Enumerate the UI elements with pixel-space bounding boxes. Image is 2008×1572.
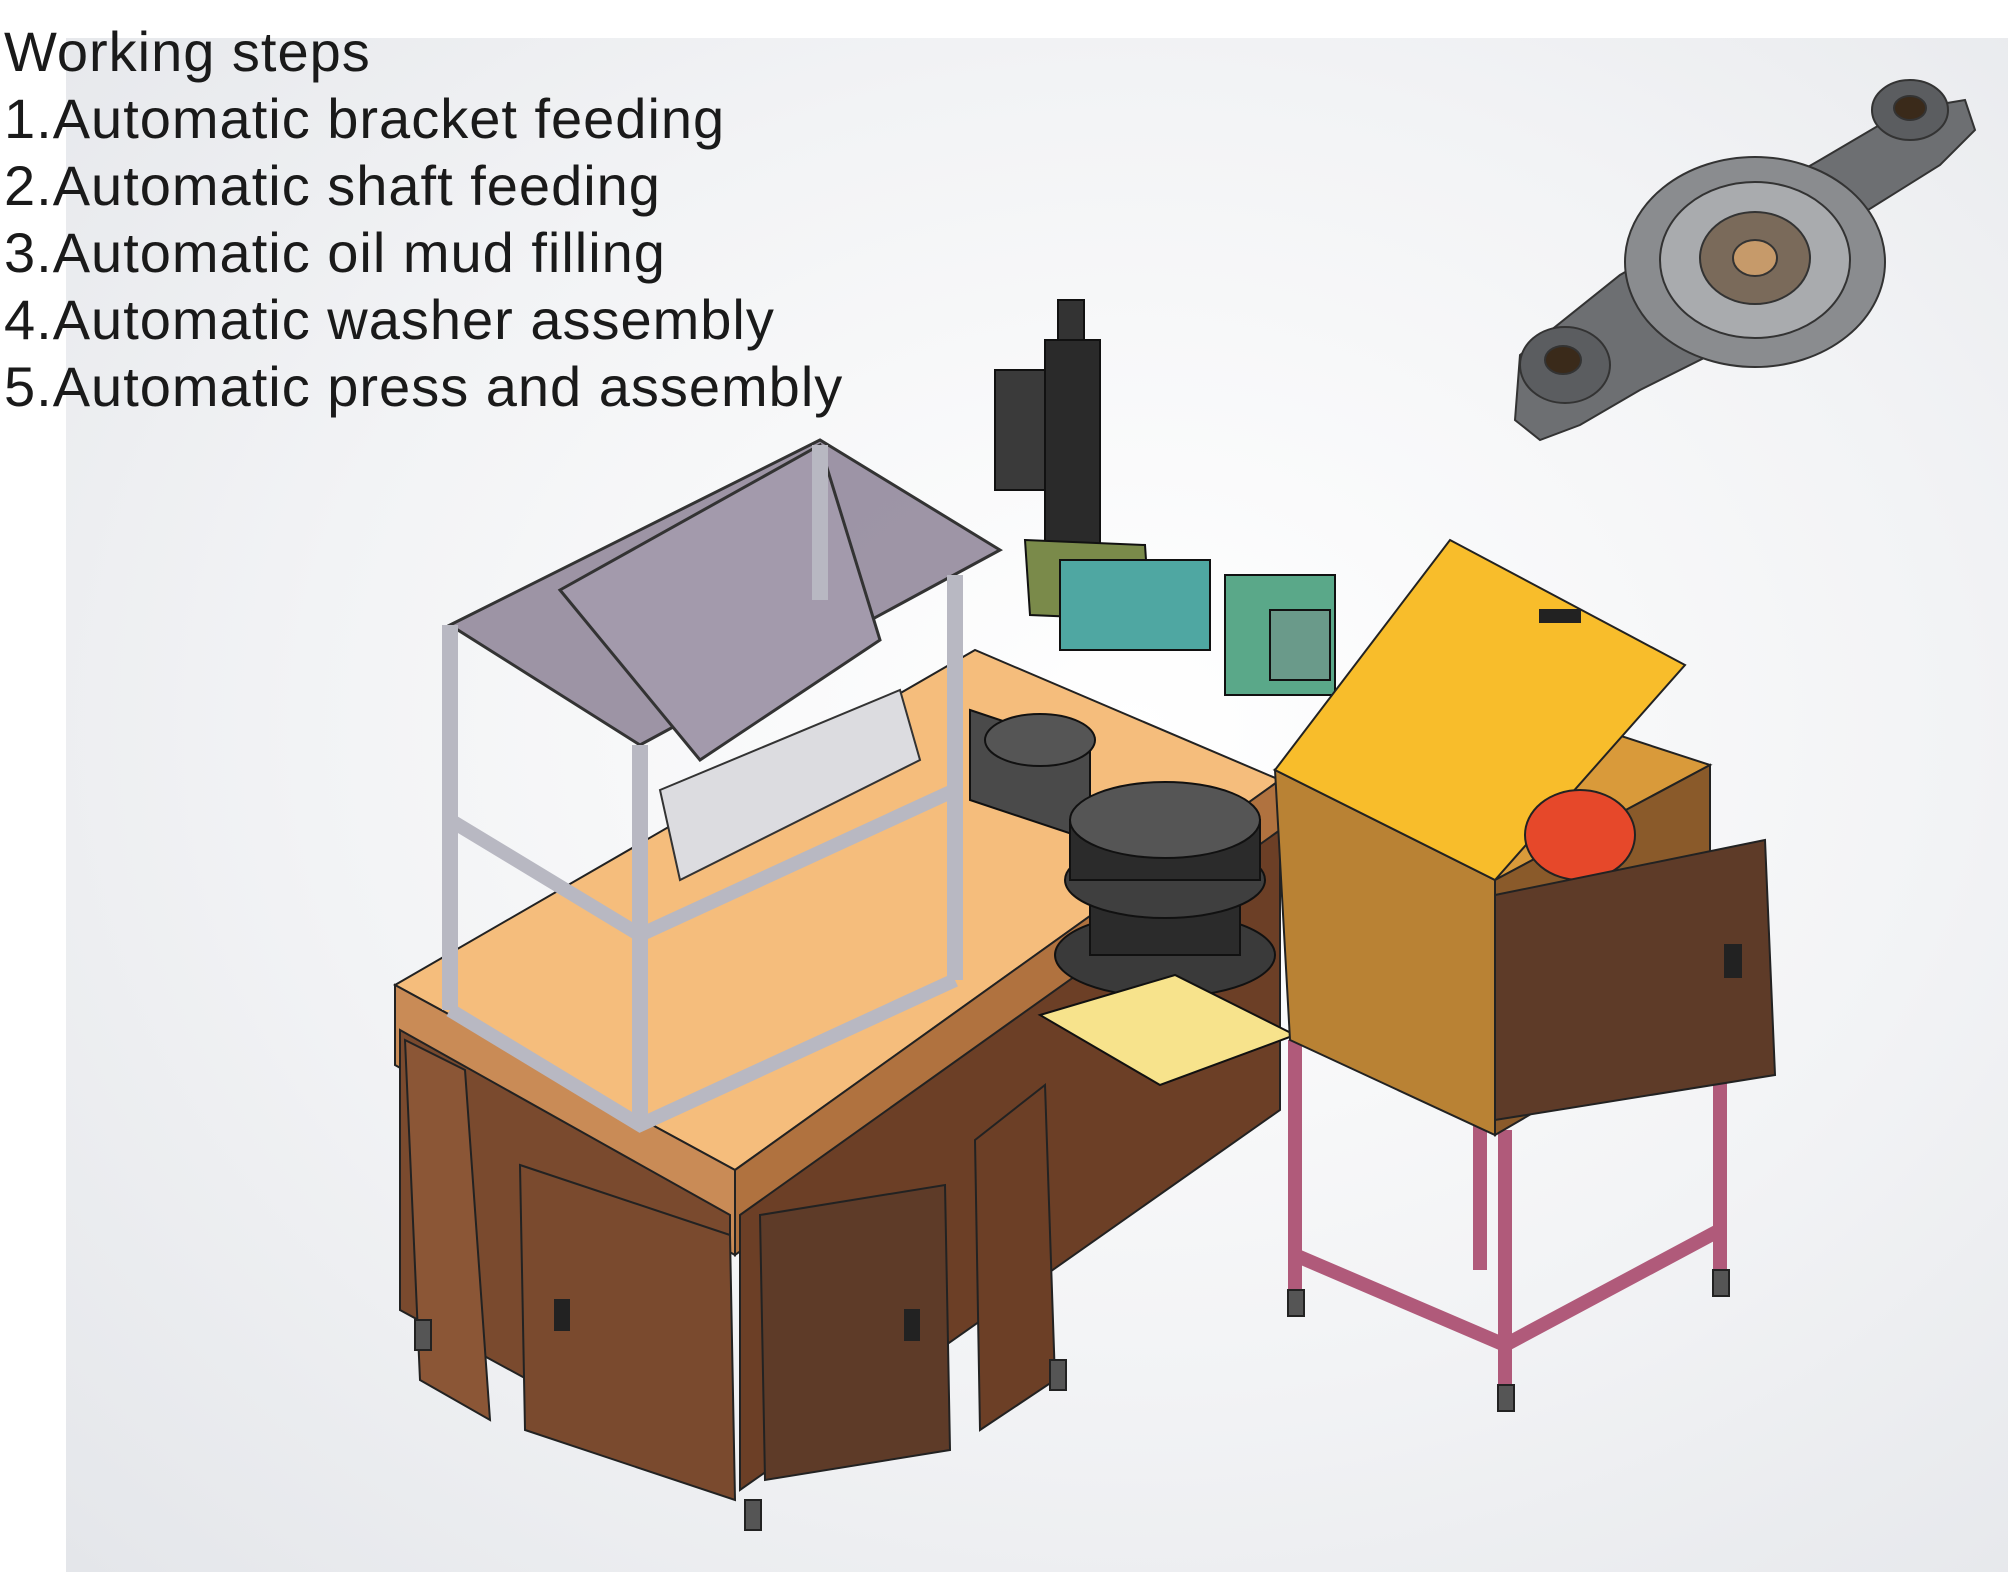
bracket-part-photo	[1513, 79, 1977, 442]
cabinet-door	[518, 1163, 737, 1502]
press-cylinder	[994, 299, 1336, 696]
vibratory-bowl-feeder	[1037, 781, 1298, 1087]
washer-feeder-box	[1272, 538, 1777, 1412]
step-item: 1.Automatic bracket feeding	[4, 87, 726, 150]
door-handle	[1724, 944, 1742, 978]
rotary-table	[969, 708, 1096, 842]
hopper-frame	[442, 438, 1004, 1133]
step-item: 5.Automatic press and assembly	[4, 355, 844, 418]
step-item: 2.Automatic shaft feeding	[4, 154, 661, 217]
working-steps-title: Working steps	[4, 20, 371, 83]
step-item: 4.Automatic washer assembly	[4, 288, 775, 351]
cabinet-door	[973, 1082, 1057, 1432]
cabinet-door	[1494, 838, 1777, 1122]
lid-handle	[1539, 609, 1581, 623]
working-steps-list: 1.Automatic bracket feeding 2.Automatic …	[4, 85, 843, 420]
cabinet-door	[758, 1183, 952, 1482]
door-handle	[904, 1309, 920, 1341]
door-handle	[554, 1299, 570, 1331]
step-item: 3.Automatic oil mud filling	[4, 221, 666, 284]
